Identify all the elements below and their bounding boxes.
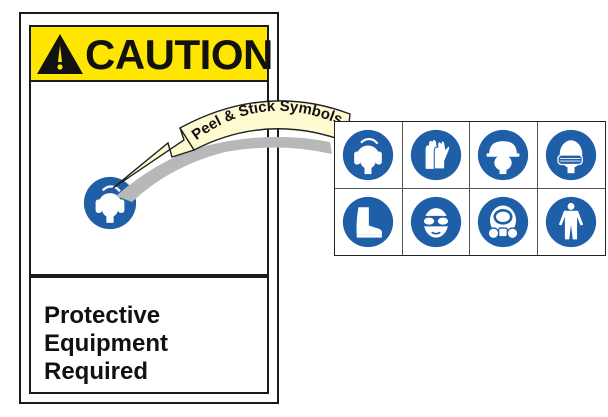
peel-stick-symbol-sheet (334, 121, 606, 256)
caution-header: CAUTION (29, 25, 273, 82)
sheet-cell[interactable] (335, 122, 403, 189)
sheet-cell[interactable] (403, 188, 470, 255)
face-mask-icon (545, 129, 597, 181)
ear-protection-icon (83, 176, 137, 230)
sheet-cell[interactable] (537, 122, 605, 189)
caution-sign: CAUTION Protective Equipment Required (19, 12, 279, 404)
message-line-1: Protective (44, 302, 161, 329)
respirator-icon (477, 196, 529, 248)
sheet-cell[interactable] (335, 188, 403, 255)
ear-protection-icon (342, 129, 394, 181)
safety-boots-icon (342, 196, 394, 248)
safety-goggles-icon (410, 196, 462, 248)
protective-coverall-icon (545, 196, 597, 248)
message-panel: Protective Equipment Required (29, 276, 269, 394)
message-line-3: Required (44, 358, 149, 385)
head-protection-icon (477, 129, 529, 181)
sheet-cell[interactable] (470, 188, 538, 255)
warning-triangle-icon (37, 34, 83, 74)
sheet-cell[interactable] (470, 122, 538, 189)
sheet-cell[interactable] (538, 189, 606, 256)
symbol-area (29, 82, 269, 276)
sheet-cell[interactable] (402, 122, 470, 189)
hand-protection-icon (410, 129, 462, 181)
caution-word: CAUTION (85, 31, 273, 78)
message-line-2: Equipment (44, 330, 168, 357)
